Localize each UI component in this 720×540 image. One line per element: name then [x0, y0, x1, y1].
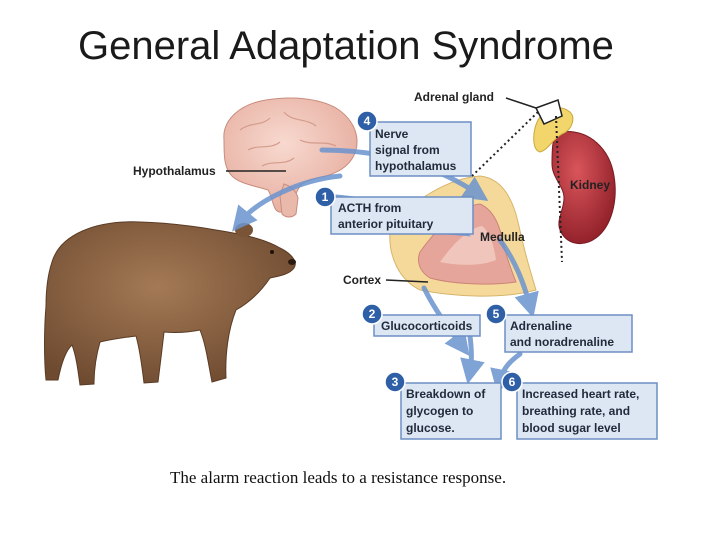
bear-body	[44, 221, 296, 386]
step-5-line-1: Adrenaline	[510, 319, 572, 333]
arrow-medulla-to-adrenaline	[497, 237, 539, 319]
step-6-line-2: breathing rate, and	[522, 404, 630, 418]
bear-nose	[288, 259, 296, 265]
step-box-3: Breakdown of glycogen to glucose. 3	[384, 371, 502, 440]
leader-cortex	[385, 279, 429, 283]
step-2-number: 2	[369, 307, 376, 321]
step-6-number: 6	[509, 375, 516, 389]
step-3-number: 3	[392, 375, 399, 389]
label-kidney: Kidney	[570, 178, 610, 192]
step-box-1: ACTH from anterior pituitary 1	[314, 186, 474, 235]
step-6-badge	[501, 371, 523, 393]
brain-folds	[239, 111, 337, 167]
zoom-line-left	[469, 111, 539, 179]
label-medulla: Medulla	[480, 230, 525, 244]
step-1-badge	[314, 186, 336, 208]
slide-caption: The alarm reaction leads to a resistance…	[170, 468, 507, 487]
bear-ear	[235, 223, 253, 237]
arrow-glucocorticoids-to-breakdown	[460, 333, 485, 385]
step-4-line-1: Nerve	[375, 127, 409, 141]
step-2-badge	[361, 303, 383, 325]
label-adrenal-gland: Adrenal gland	[414, 90, 494, 104]
label-cortex: Cortex	[343, 273, 381, 287]
adrenal-inner	[440, 226, 496, 265]
arrow-hypothalamus-to-pituitary	[232, 173, 343, 232]
step-2-line-1: Glucocorticoids	[381, 319, 473, 333]
step-5-line-2: and noradrenaline	[510, 335, 614, 349]
step-5-badge	[485, 303, 507, 325]
step-1-line-1: ACTH from	[338, 201, 401, 215]
step-3-line-1: Breakdown of	[406, 387, 486, 401]
label-hypothalamus: Hypothalamus	[133, 164, 216, 178]
zoom-line-right	[555, 115, 563, 263]
step-6-line-3: blood sugar level	[522, 421, 621, 435]
bear-illustration	[44, 221, 296, 386]
step-box-2: Glucocorticoids 2	[361, 303, 481, 337]
step-3-line-2: glycogen to	[406, 404, 473, 418]
step-3-line-3: glucose.	[406, 421, 455, 435]
arrow-adrenaline-to-heart	[490, 351, 523, 395]
brain-illustration	[223, 97, 358, 218]
step-4-line-2: signal from	[375, 143, 440, 157]
step-1-line-2: anterior pituitary	[338, 217, 434, 231]
kidney-illustration	[533, 99, 616, 245]
step-4-badge	[356, 110, 378, 132]
step-4-number: 4	[364, 114, 371, 128]
slide-title: General Adaptation Syndrome	[78, 24, 614, 68]
bear-eye	[270, 250, 274, 254]
step-box-6: Increased heart rate, breathing rate, an…	[501, 371, 658, 440]
step-1-number: 1	[322, 190, 329, 204]
leader-adrenal-gland	[505, 97, 537, 109]
step-5-number: 5	[493, 307, 500, 321]
step-4-line-3: hypothalamus	[375, 159, 457, 173]
step-6-line-1: Increased heart rate,	[522, 387, 639, 401]
step-3-badge	[384, 371, 406, 393]
step-box-4: Nerve signal from hypothalamus 4	[356, 110, 472, 177]
step-box-5: Adrenaline and noradrenaline 5	[485, 303, 633, 353]
